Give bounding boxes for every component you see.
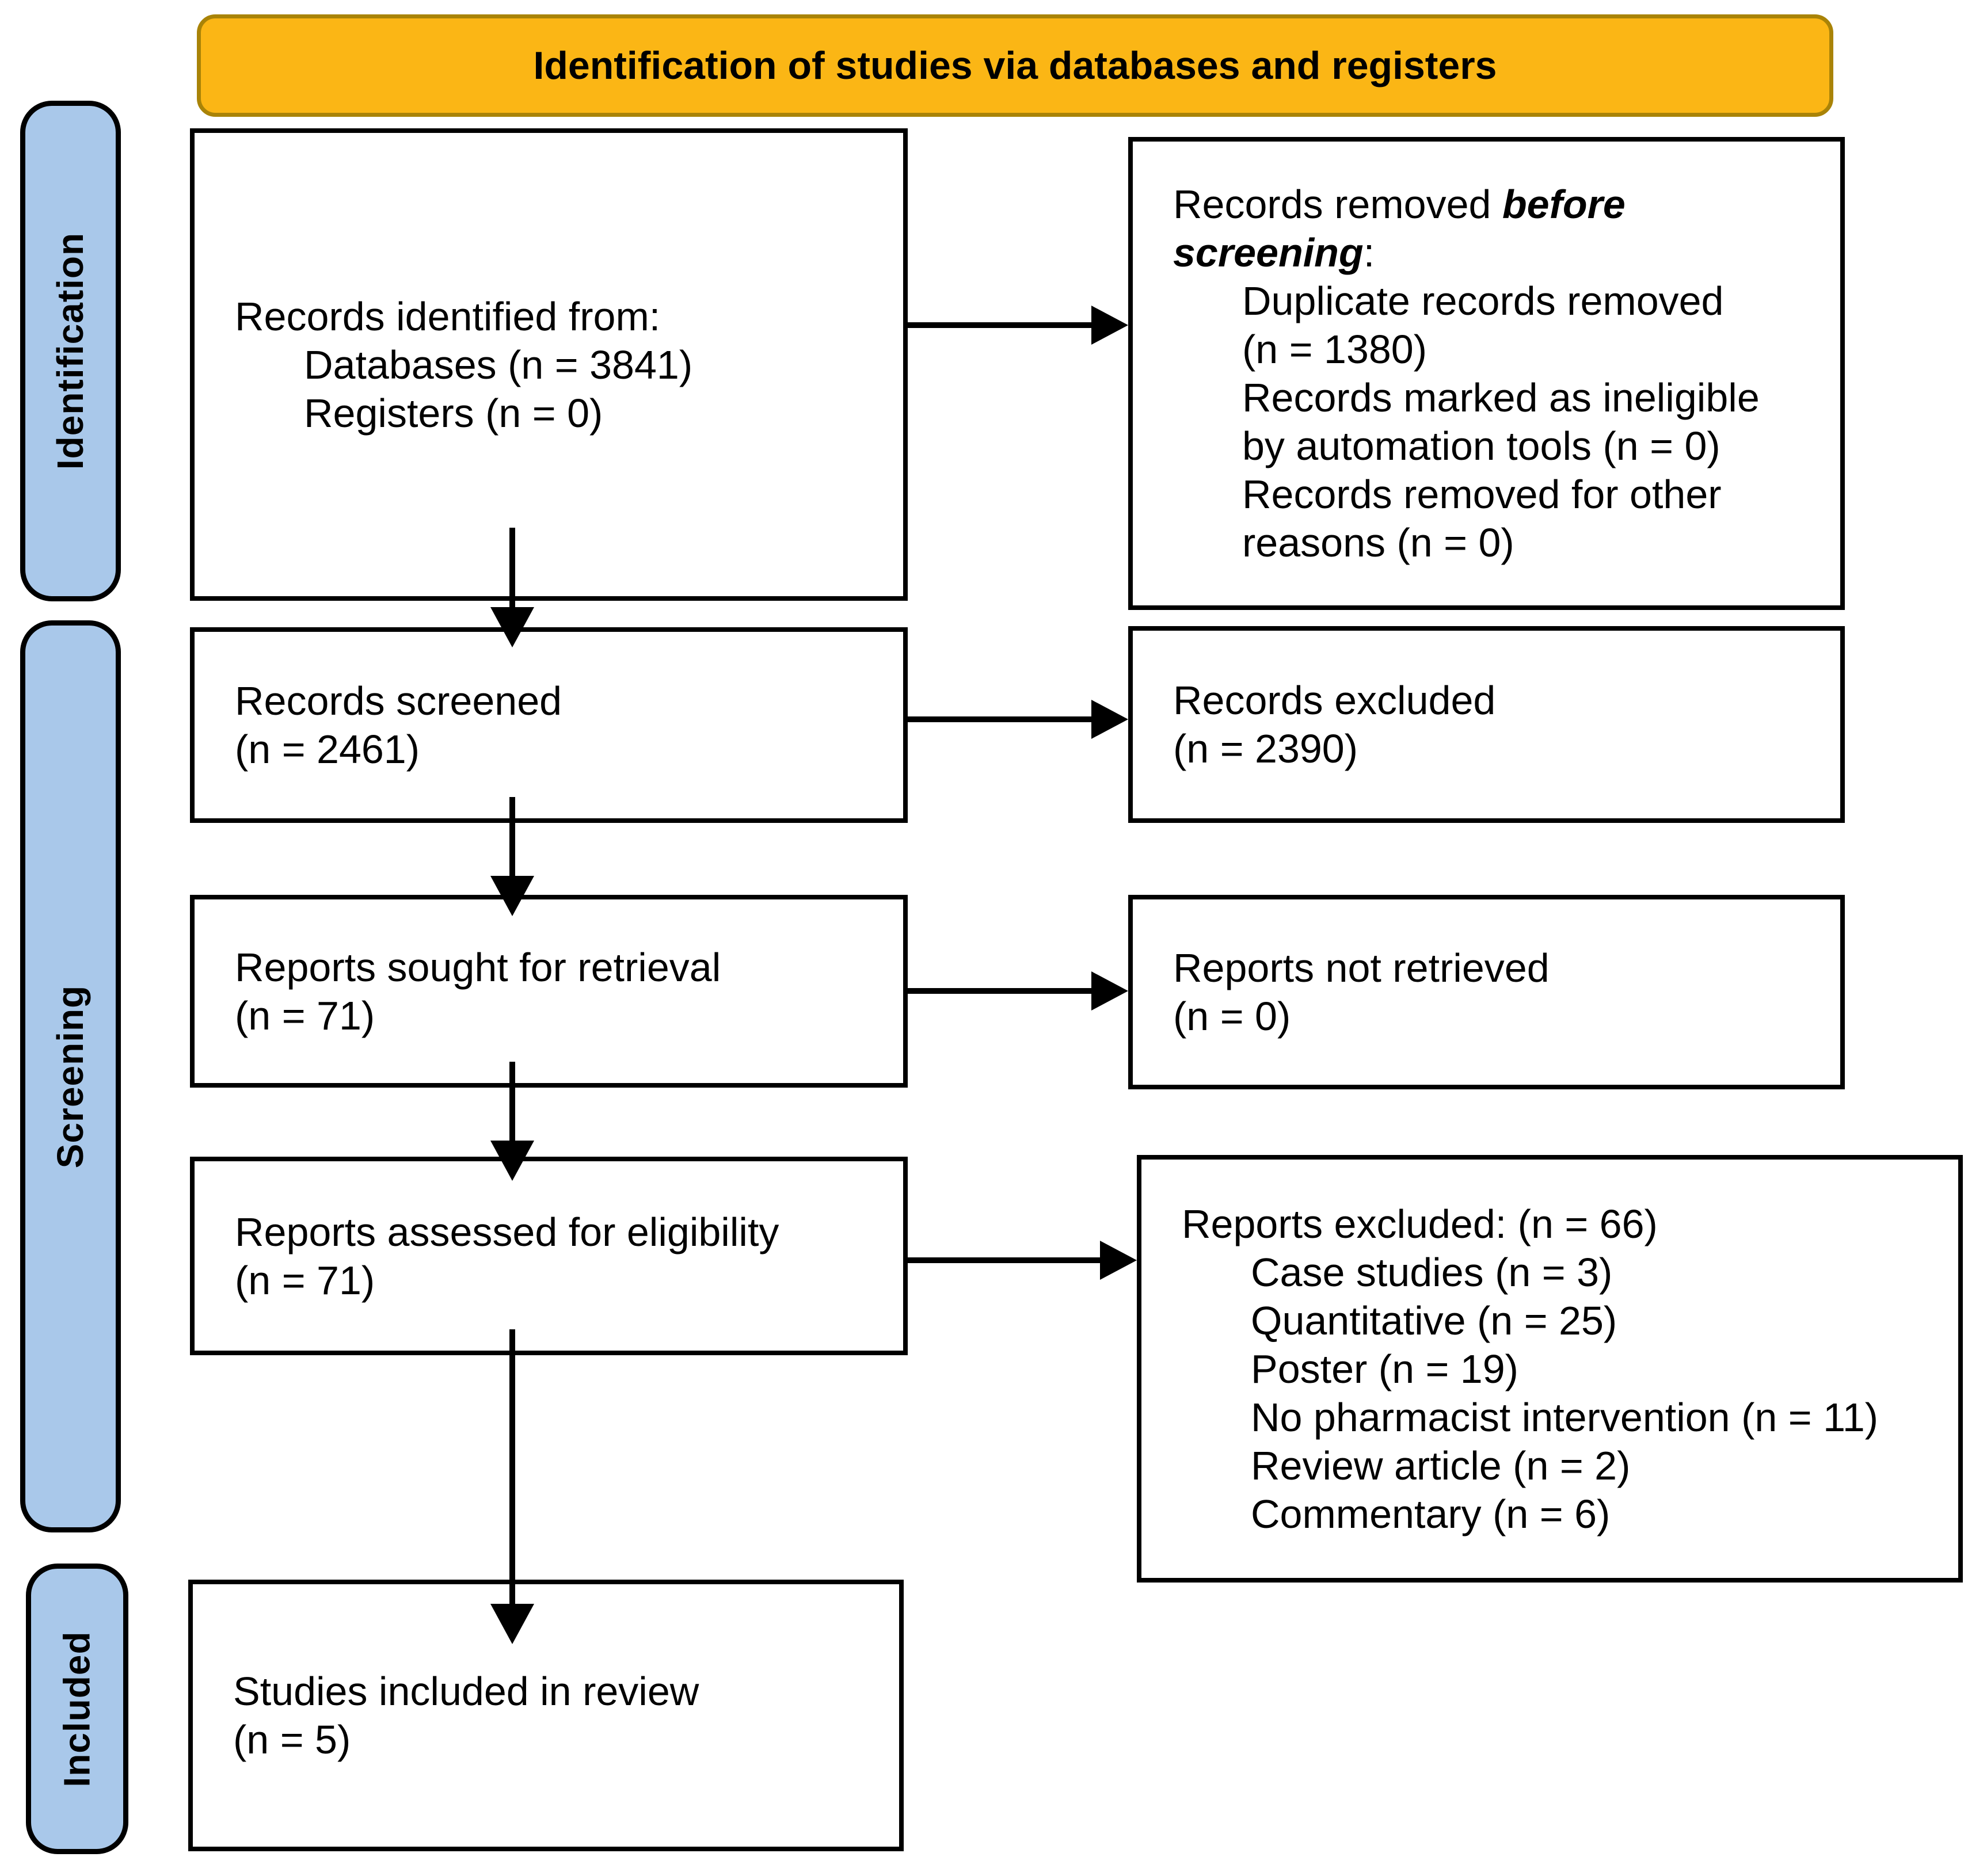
flow-box-records-identified: Records identified from:Databases (n = 3…	[190, 128, 908, 601]
banner-title-label: Identification of studies via databases …	[533, 44, 1497, 87]
flow-box-reports-assessed: Reports assessed for eligibility(n = 71)	[190, 1157, 908, 1355]
arrow-identified-to-removed-head-icon	[1091, 306, 1128, 345]
text-line: Case studies (n = 3)	[1251, 1249, 1613, 1295]
text-line: reasons (n = 0)	[1242, 520, 1514, 565]
text-line: Registers (n = 0)	[304, 390, 603, 436]
text-line: Records removed before	[1173, 182, 1626, 227]
arrow-identified-to-screened-stem	[509, 528, 515, 608]
arrow-screened-to-excluded-head-icon	[1091, 700, 1128, 739]
stage-label-identification: Identification	[20, 101, 121, 601]
stage-label-included: Included	[26, 1564, 128, 1854]
text-line: (n = 2390)	[1173, 726, 1358, 771]
text-line: Reports assessed for eligibility	[235, 1209, 779, 1255]
text-line: (n = 5)	[233, 1717, 351, 1762]
text-line: No pharmacist intervention (n = 11)	[1251, 1394, 1879, 1440]
stage-label-included-text: Included	[56, 1630, 98, 1787]
arrow-assessed-to-included-stem	[509, 1329, 515, 1604]
flow-box-records-screened: Records screened(n = 2461)	[190, 627, 908, 823]
text-line: Databases (n = 3841)	[304, 342, 693, 387]
text-line: (n = 71)	[235, 1257, 375, 1303]
text-line: screening:	[1173, 230, 1375, 275]
arrow-screened-to-sought-head-icon	[490, 876, 534, 916]
text-line: by automation tools (n = 0)	[1242, 424, 1720, 468]
text-line: (n = 0)	[1173, 994, 1291, 1039]
stage-label-identification-text: Identification	[50, 232, 92, 470]
text-line: Records identified from:	[235, 293, 661, 339]
text-line: Reports sought for retrieval	[235, 944, 721, 990]
arrow-screened-to-excluded-stem	[908, 716, 1092, 722]
text-line: Duplicate records removed	[1242, 279, 1724, 323]
flow-box-reports-sought: Reports sought for retrieval(n = 71)	[190, 895, 908, 1088]
arrow-identified-to-removed-stem	[908, 322, 1092, 328]
arrow-screened-to-sought-stem	[509, 797, 515, 876]
text-line: Records screened	[235, 678, 562, 723]
text-line: (n = 71)	[235, 993, 375, 1038]
flow-box-reports-not-retrieved: Reports not retrieved(n = 0)	[1128, 895, 1845, 1089]
text-line: Review article (n = 2)	[1251, 1443, 1631, 1488]
arrow-assessed-to-reports-excluded-head-icon	[1100, 1241, 1137, 1280]
arrow-identified-to-screened-head-icon	[490, 607, 534, 647]
arrow-sought-to-assessed-head-icon	[490, 1141, 534, 1181]
arrow-sought-to-not-retrieved-stem	[908, 988, 1092, 994]
text-line: Poster (n = 19)	[1251, 1346, 1518, 1391]
text-line: (n = 2461)	[235, 727, 420, 772]
text-line: Records marked as ineligible	[1242, 375, 1760, 420]
text-line: Studies included in review	[233, 1669, 699, 1714]
arrow-assessed-to-reports-excluded-stem	[908, 1257, 1101, 1263]
arrow-assessed-to-included-head-icon	[490, 1604, 534, 1644]
stage-label-screening-text: Screening	[50, 985, 92, 1168]
banner-title: Identification of studies via databases …	[197, 14, 1833, 117]
flow-box-reports-excluded: Reports excluded: (n = 66)Case studies (…	[1137, 1155, 1963, 1583]
stage-label-screening: Screening	[20, 620, 121, 1532]
text-line: Commentary (n = 6)	[1251, 1491, 1611, 1536]
flow-box-records-excluded: Records excluded(n = 2390)	[1128, 626, 1845, 823]
flow-box-studies-included: Studies included in review(n = 5)	[188, 1580, 904, 1851]
arrow-sought-to-assessed-stem	[509, 1062, 515, 1141]
text-line: Reports excluded: (n = 66)	[1182, 1201, 1658, 1246]
text-line: (n = 1380)	[1242, 327, 1428, 372]
text-line: Quantitative (n = 25)	[1251, 1298, 1617, 1343]
arrow-sought-to-not-retrieved-head-icon	[1091, 971, 1128, 1011]
text-line: Records excluded	[1173, 678, 1496, 723]
text-line: Records removed for other	[1242, 472, 1722, 517]
text-line: Reports not retrieved	[1173, 945, 1550, 990]
